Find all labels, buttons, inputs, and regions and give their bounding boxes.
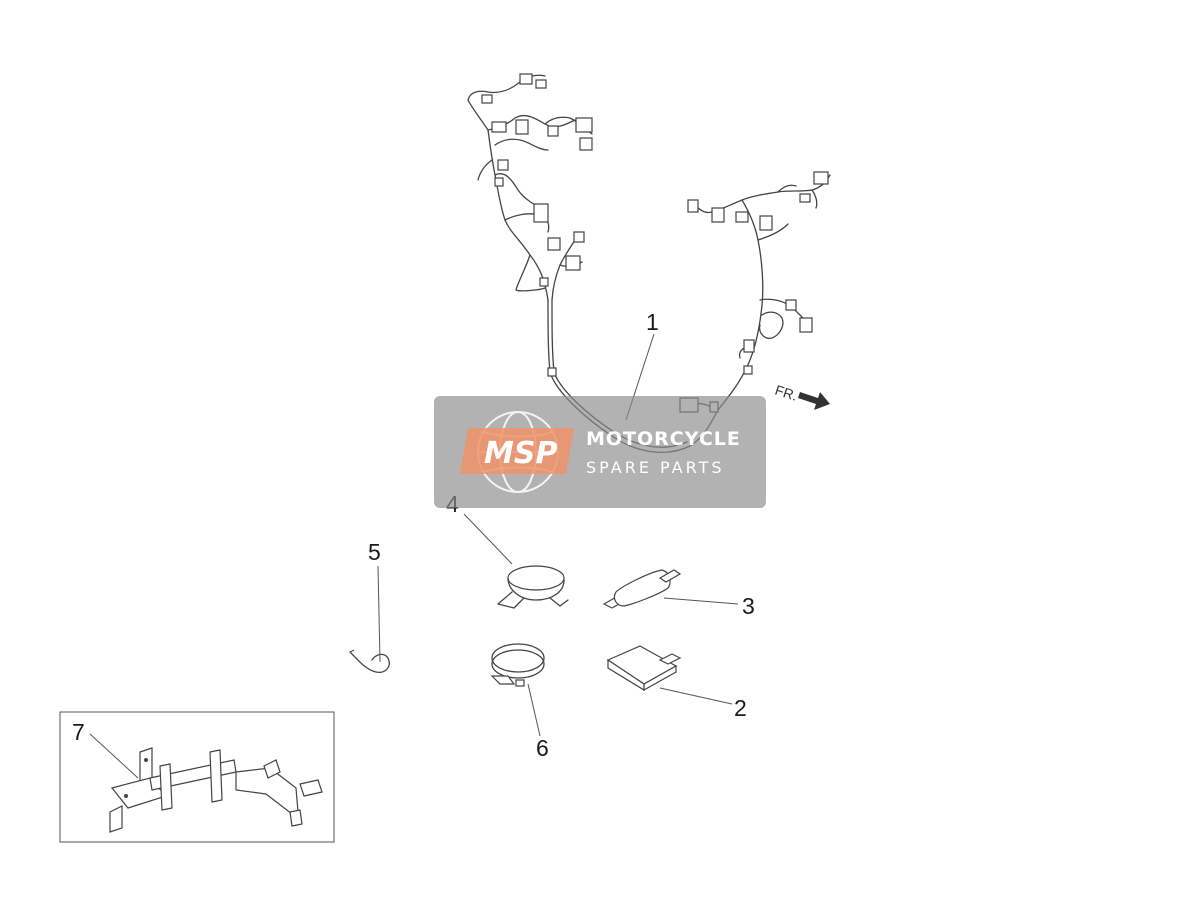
watermark: MSP MOTORCYCLE SPARE PARTS: [434, 396, 766, 508]
watermark-title: MOTORCYCLE: [586, 428, 741, 450]
front-arrow-icon: [798, 392, 830, 410]
callout-3: 3: [742, 593, 755, 619]
cable-tie: [349, 649, 390, 673]
callout-2: 2: [734, 695, 747, 721]
hose-clamp: [490, 643, 545, 687]
leader-3: [663, 597, 739, 605]
bracket-inset: [59, 711, 335, 843]
leader-4: [463, 513, 513, 565]
leader-6: [527, 683, 541, 737]
watermark-box: [434, 396, 766, 508]
callout-6: 6: [536, 735, 549, 761]
blade-fuse: [606, 645, 682, 692]
watermark-logo: MSP: [484, 436, 557, 471]
leader-7: [89, 733, 139, 779]
cartridge-fuse: [602, 569, 682, 609]
spring-clamp: [497, 565, 569, 609]
front-label: FR.: [773, 382, 799, 404]
callout-7: 7: [72, 719, 85, 745]
watermark-subtitle: SPARE PARTS: [586, 458, 725, 477]
msp-logo-badge: [460, 428, 574, 474]
wiring-harness: [467, 73, 831, 453]
callout-1: 1: [646, 309, 659, 335]
front-indicator: FR.: [773, 382, 830, 410]
leader-lines: [89, 333, 739, 779]
callout-5: 5: [368, 539, 381, 565]
leader-5: [377, 565, 381, 663]
leader-2: [659, 687, 733, 705]
